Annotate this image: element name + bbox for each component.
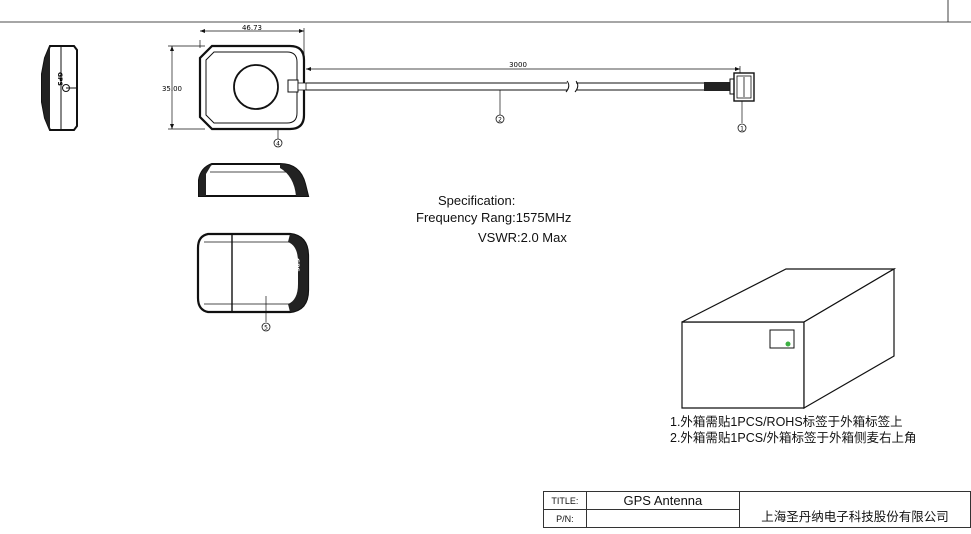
callout-2-circle xyxy=(495,114,505,124)
height-dimension: 35.00 xyxy=(162,45,205,130)
box-green-dot xyxy=(785,341,791,347)
title-block: TITLE: GPS Antenna 上海圣丹纳电子科技股份有限公司 P/N: xyxy=(543,491,971,528)
note-1: 1.外箱需贴1PCS/ROHS标签于外箱标签上 xyxy=(670,415,903,429)
cable-length-dimension: 3000 xyxy=(306,61,741,74)
note-2: 2.外箱需贴1PCS/外箱标签于外箱侧麦右上角 xyxy=(670,431,917,445)
callout-1-circle xyxy=(737,123,747,133)
cable-length-label: 3000 xyxy=(509,61,527,69)
title-label: TITLE: xyxy=(543,491,587,510)
front-view-antenna xyxy=(198,163,310,197)
title-value: GPS Antenna xyxy=(585,491,741,510)
callout-4-circle xyxy=(273,138,283,148)
spec-vswr: VSWR:2.0 Max xyxy=(478,230,567,245)
width-dimension-label: 46.73 xyxy=(242,24,262,32)
company-name: 上海圣丹纳电子科技股份有限公司 xyxy=(739,491,971,528)
callout-2-label: 2 xyxy=(498,117,502,124)
callout-1-label: 1 xyxy=(740,126,744,133)
side-gps-label: GPS xyxy=(56,72,63,86)
spec-title: Specification: xyxy=(438,193,516,208)
packing-box xyxy=(681,267,897,410)
side-view-antenna: GPS xyxy=(41,45,78,131)
sma-connector: 1 xyxy=(704,72,755,133)
pn-value xyxy=(585,509,741,528)
spec-frequency: Frequency Rang:1575MHz xyxy=(416,210,572,225)
box-label-rect xyxy=(769,329,795,349)
callout-5-label: 5 xyxy=(264,325,268,332)
callout-4-label: 4 xyxy=(276,141,280,148)
bottom-gps-label: GPS xyxy=(293,258,300,272)
cable: 2 xyxy=(297,80,704,124)
height-dimension-label: 35.00 xyxy=(162,85,182,93)
pn-label: P/N: xyxy=(543,509,587,528)
callout-5-circle xyxy=(261,322,271,332)
top-view-antenna: 4 xyxy=(198,44,306,148)
bottom-view-antenna: GPS 5 xyxy=(196,232,310,332)
